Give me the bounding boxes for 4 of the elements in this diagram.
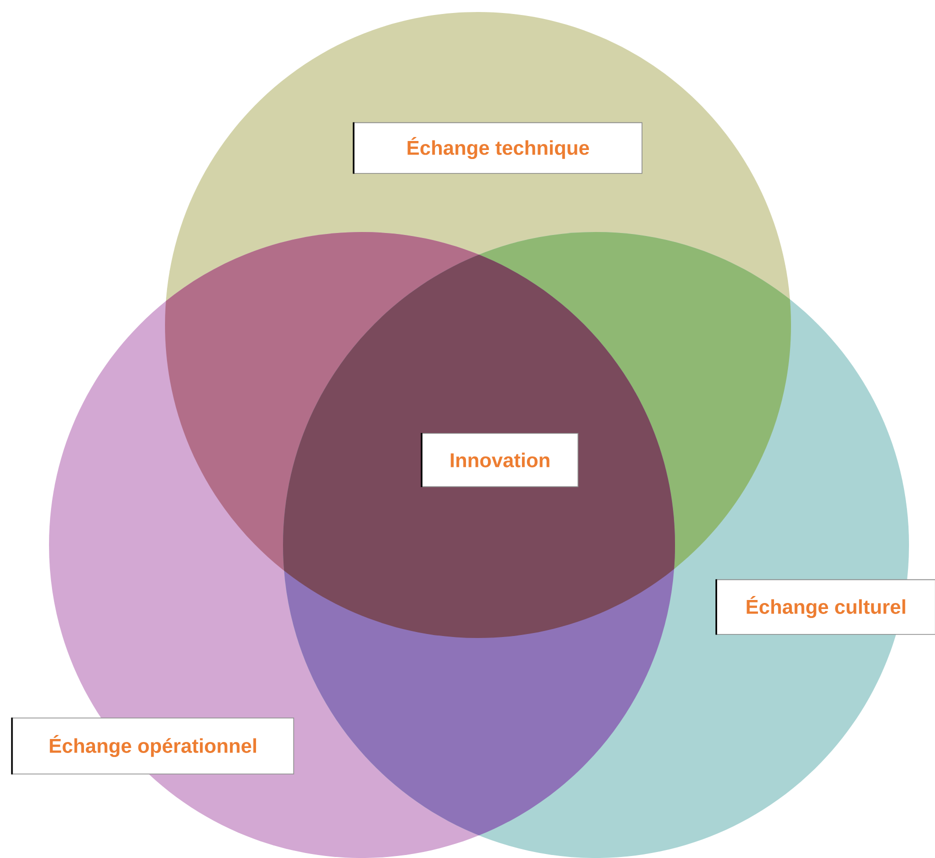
label-box: Innovation: [420, 432, 578, 488]
label-box: Échange culturel: [715, 579, 935, 635]
label-box: Échange technique: [352, 122, 642, 174]
label-box: Échange opérationnel: [11, 718, 294, 774]
